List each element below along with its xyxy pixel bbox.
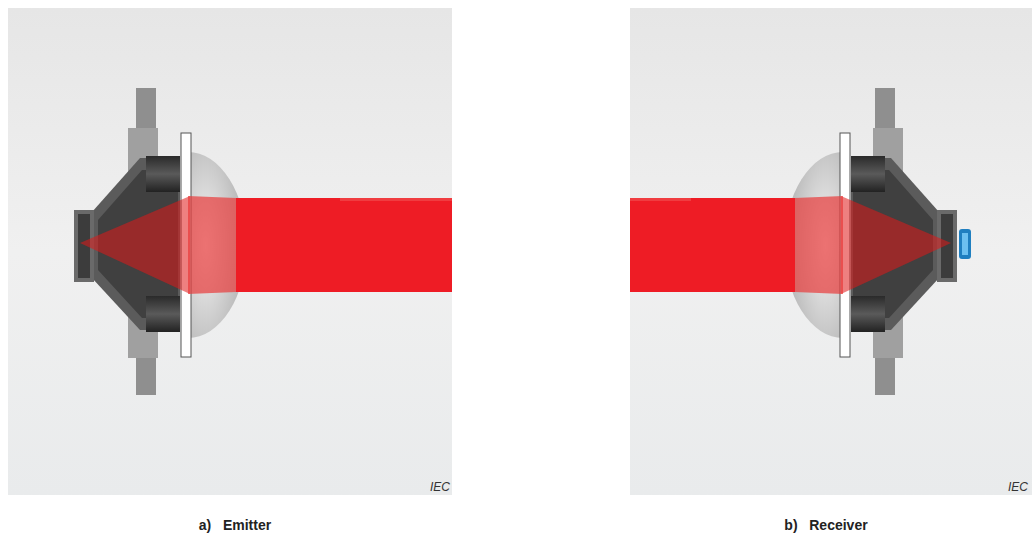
figure-caption: b) Receiver xyxy=(784,517,867,533)
receiver-drawing xyxy=(630,88,971,395)
figure-caption: a) Emitter xyxy=(199,517,271,533)
watermark: IEC xyxy=(430,480,450,494)
watermark: IEC xyxy=(1008,480,1028,494)
emitter-drawing xyxy=(74,88,452,395)
